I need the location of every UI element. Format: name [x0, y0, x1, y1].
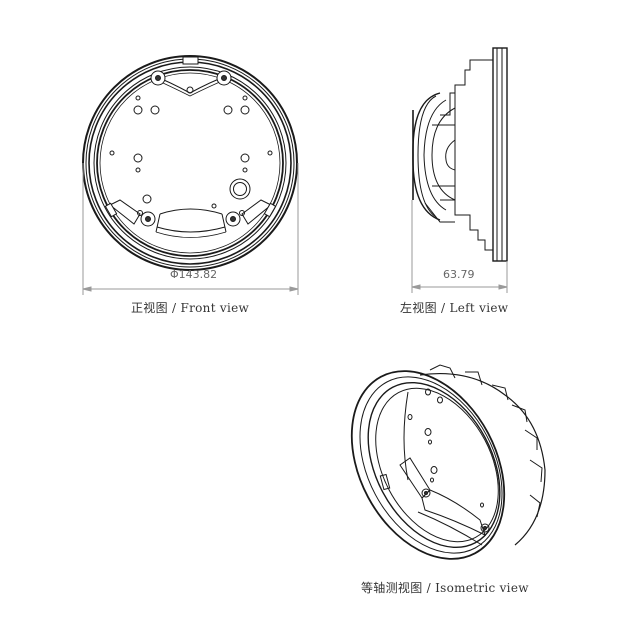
isometric-view-drawing [350, 364, 546, 560]
front-view-caption: 正视图 / Front view [131, 301, 250, 315]
left-view-drawing [412, 47, 508, 262]
left-dimension-lines [411, 200, 508, 293]
front-dimension-lines [82, 163, 299, 295]
front-view-diameter-label: Φ143.82 [170, 268, 218, 281]
left-view-depth-label: 63.79 [443, 268, 475, 281]
isometric-view-caption: 等轴测视图 / Isometric view [361, 581, 529, 595]
left-view-caption: 左视图 / Left view [400, 301, 509, 315]
front-view-drawing [82, 55, 298, 271]
